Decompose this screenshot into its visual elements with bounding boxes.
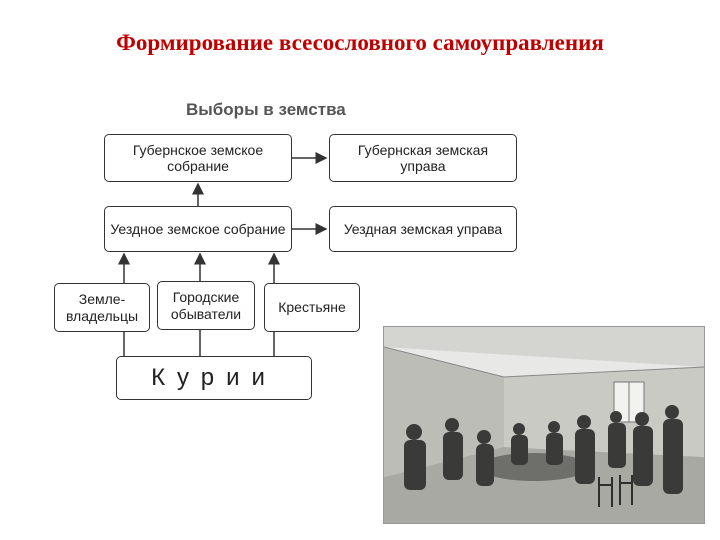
box-kurii: Курии — [116, 356, 312, 400]
box-gorodskie-obyvateli: Городские обыватели — [157, 281, 255, 330]
diagram-heading: Выборы в земства — [186, 100, 346, 119]
zemstvo-assembly-illustration — [383, 326, 705, 524]
box-krestyane: Крестьяне — [264, 283, 360, 332]
box-zemlevladeltsy: Земле-владельцы — [54, 283, 150, 332]
box-uezdnoe-sobranie: Уездное земское собрание — [104, 206, 292, 252]
box-uezdnaya-uprava: Уездная земская управа — [329, 206, 517, 252]
page-title: Формирование всесословного самоуправлени… — [116, 30, 604, 55]
box-gubernskaya-uprava: Губернская земская управа — [329, 134, 517, 182]
box-gubernskoe-sobranie: Губернское земское собрание — [104, 134, 292, 182]
